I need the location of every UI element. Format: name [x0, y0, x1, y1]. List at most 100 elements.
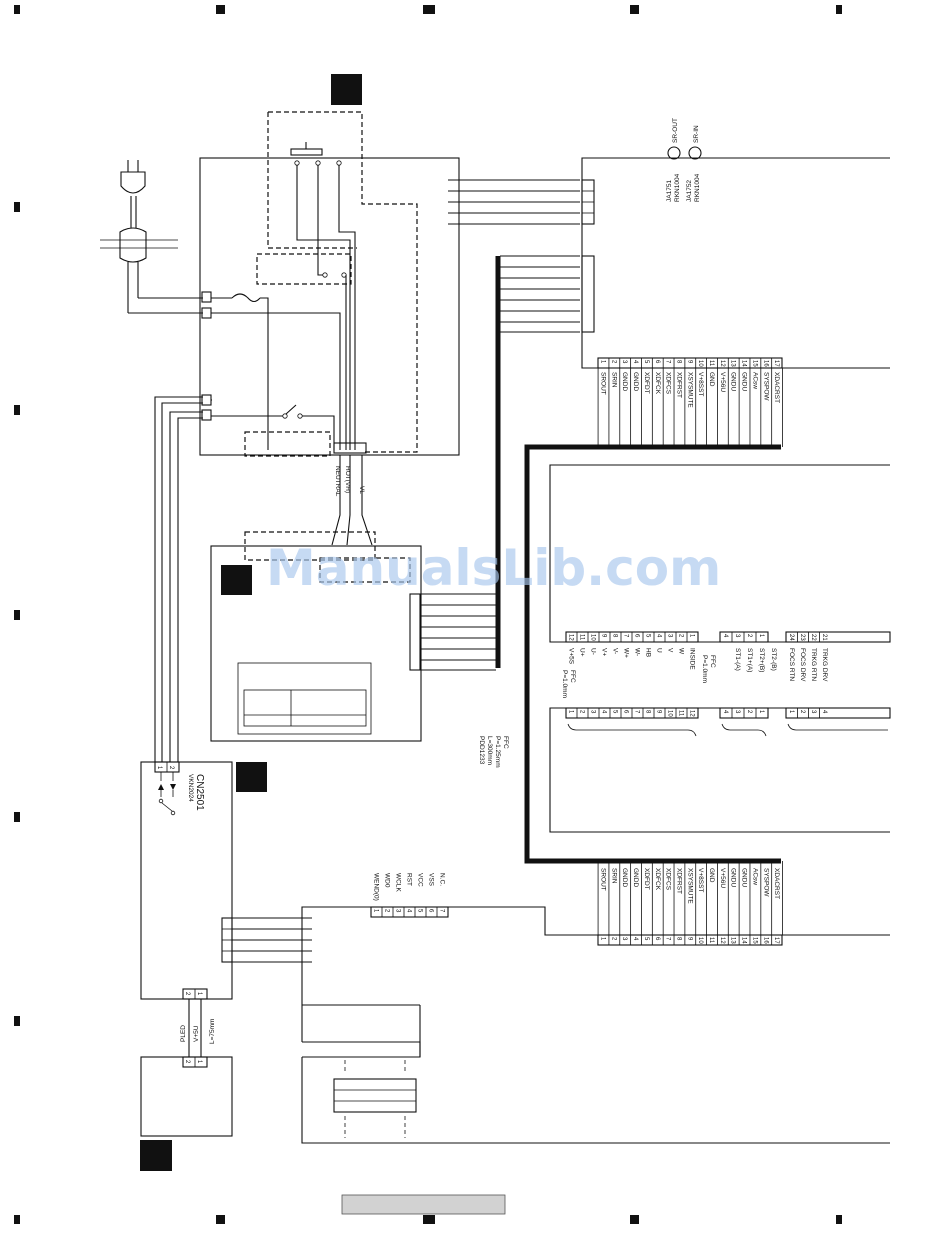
sr-in-label: SR-IN — [693, 125, 700, 143]
motor-ffc-signal: U+ — [579, 648, 586, 657]
sr-out-label: SR-OUT — [672, 118, 679, 143]
block-marker-top — [331, 74, 362, 105]
motor-ffc-pitch: P=1.0mm — [561, 670, 568, 698]
stepper-ffc-top-pin: 3 — [734, 634, 740, 638]
sr-in-jack-icon — [688, 146, 702, 160]
top-connector-pin: 6 — [654, 360, 660, 364]
top-connector-signal: V+8SST — [697, 372, 704, 396]
svg-text:1: 1 — [196, 992, 202, 996]
top-connector-signal: GNDU — [730, 372, 737, 391]
bottom-connector-signal: XDFCS — [665, 868, 672, 891]
power-switch-block — [199, 111, 580, 457]
main-bus — [495, 256, 781, 864]
motor-ffc-signal: U — [656, 648, 663, 653]
motor-ffc-bottom-pin: 1 — [568, 710, 574, 714]
ja1751-label: JA1751 — [666, 180, 673, 202]
led-signal-pled: PLED — [180, 1025, 187, 1042]
stepper-ffc-top-pin: 4 — [722, 634, 728, 638]
fl-connector-pin: 5 — [417, 909, 423, 913]
led-cable-length: L=75mm — [209, 1019, 216, 1044]
bottom-connector-signal: V+8SST — [697, 868, 704, 892]
stepper-ffc-signal: ST1-(A) — [734, 648, 741, 671]
motor-ffc-bottom-pin: 11 — [678, 710, 684, 717]
cn2501-block: 1 2 VKN2024 CN2501 2 1 — [140, 761, 312, 1000]
left-harness — [154, 396, 203, 762]
motor-ffc-signal: V+ — [601, 648, 608, 656]
stepper-ffc-signal: ST1+(A) — [746, 648, 753, 672]
top-connector-signal: V+56U — [719, 372, 726, 392]
cn2501-part: VKN2024 — [187, 774, 194, 802]
fl-connector-signal: VCC — [417, 873, 424, 887]
bottom-connector-pin: 12 — [719, 937, 725, 944]
bottom-connector-pin: 4 — [632, 937, 638, 941]
svg-text:1: 1 — [196, 1060, 202, 1064]
motor-ffc-signal: V — [667, 648, 674, 653]
motor-ffc-bottom-pin: 7 — [634, 710, 640, 714]
top-connector-pin: 3 — [621, 360, 627, 364]
motor-ffc-signal: W — [678, 648, 685, 655]
pickup-top-pin: 21 — [821, 634, 827, 641]
fl-connector-signal: WEND(0) — [373, 873, 380, 901]
bottom-connector-signal: XDFDT — [643, 868, 650, 890]
svg-text:PDD1233: PDD1233 — [478, 736, 485, 765]
bottom-connector-pin: 8 — [675, 937, 681, 941]
fl-connector-signal: VSS — [428, 873, 435, 887]
bottom-connector-signal: XDACRST — [773, 868, 780, 899]
bottom-connector-signal: GND — [708, 868, 715, 883]
motor-ffc-top-pin: 7 — [623, 634, 629, 638]
ja1751-part: RKN1004 — [674, 173, 681, 202]
motor-ffc-signal: V+5S — [568, 648, 575, 665]
top-connector-signal: GND — [708, 372, 715, 387]
top-connector-pin: 13 — [730, 360, 736, 367]
motor-ffc-type: FFC — [569, 670, 576, 683]
bottom-connector-signal: GNDU — [741, 868, 748, 887]
pickup-bottom-pin: 1 — [788, 710, 794, 714]
stepper-ffc-signal: ST2+(B) — [758, 648, 765, 672]
svg-text:1: 1 — [156, 766, 162, 770]
top-connector-signal: ACsw — [751, 372, 758, 389]
bottom-connector-signal: SROUT — [600, 868, 607, 891]
ac-wire-vl: VL — [358, 486, 365, 494]
top-connector-signal: XDFRST — [675, 372, 682, 398]
top-connector-pin: 4 — [632, 360, 638, 364]
pickup-signal: FOCS RTN — [788, 648, 795, 681]
top-connector-pin: 7 — [665, 360, 671, 364]
ac-wire-neutral: NEUTRAL — [334, 466, 341, 497]
motor-ffc-top-pin: 10 — [590, 634, 596, 641]
top-connector-pin: 11 — [708, 360, 714, 367]
bottom-connector-signal: GNDD — [632, 868, 639, 887]
fl-connector-pin: 2 — [384, 909, 390, 913]
motor-ffc-bottom-pin: 6 — [623, 710, 629, 714]
bottom-connector-pin: 3 — [621, 937, 627, 941]
bottom-connector-pin: 5 — [643, 937, 649, 941]
bottom-connector-pin: 17 — [773, 937, 779, 944]
led-cable: PLED V+5U L=75mm — [180, 999, 216, 1057]
fl-connector-signal: WD0 — [384, 873, 391, 888]
block-marker-led — [140, 1140, 172, 1171]
motor-ffc-top-pin: 11 — [579, 634, 585, 641]
top-connector-pin: 2 — [610, 360, 616, 364]
cn2501-label: CN2501 — [194, 774, 205, 811]
bottom-connector-signal: SYSPOW — [762, 868, 769, 897]
sr-out-jack-icon — [667, 146, 681, 160]
top-connector-signal: SROUT — [600, 372, 607, 395]
motor-ffc-top-pin: 6 — [634, 634, 640, 638]
bottom-connector-pin: 2 — [610, 937, 616, 941]
top-connector-signal: XDFCK — [654, 372, 661, 395]
power-supply-block — [210, 531, 496, 742]
bottom-connector-pin: 1 — [600, 937, 606, 941]
top-connector-pin: 1 — [600, 360, 606, 364]
motor-ffc-bottom-pin: 10 — [667, 710, 673, 717]
top-connector-pin: 17 — [773, 360, 779, 367]
pdd-cable-label: PDD1233 L=300mm P=1.25mm FFC — [478, 736, 509, 768]
bottom-connector-signal: GNDD — [621, 868, 628, 887]
bottom-connector-signal: V+56U — [719, 868, 726, 888]
motor-ffc-bottom-pin: 3 — [590, 710, 596, 714]
motor-ffc-top-pin: 3 — [667, 634, 673, 638]
bottom-connector-signal: ACsw — [751, 868, 758, 885]
stepper-ffc-type: FFC — [709, 655, 716, 668]
